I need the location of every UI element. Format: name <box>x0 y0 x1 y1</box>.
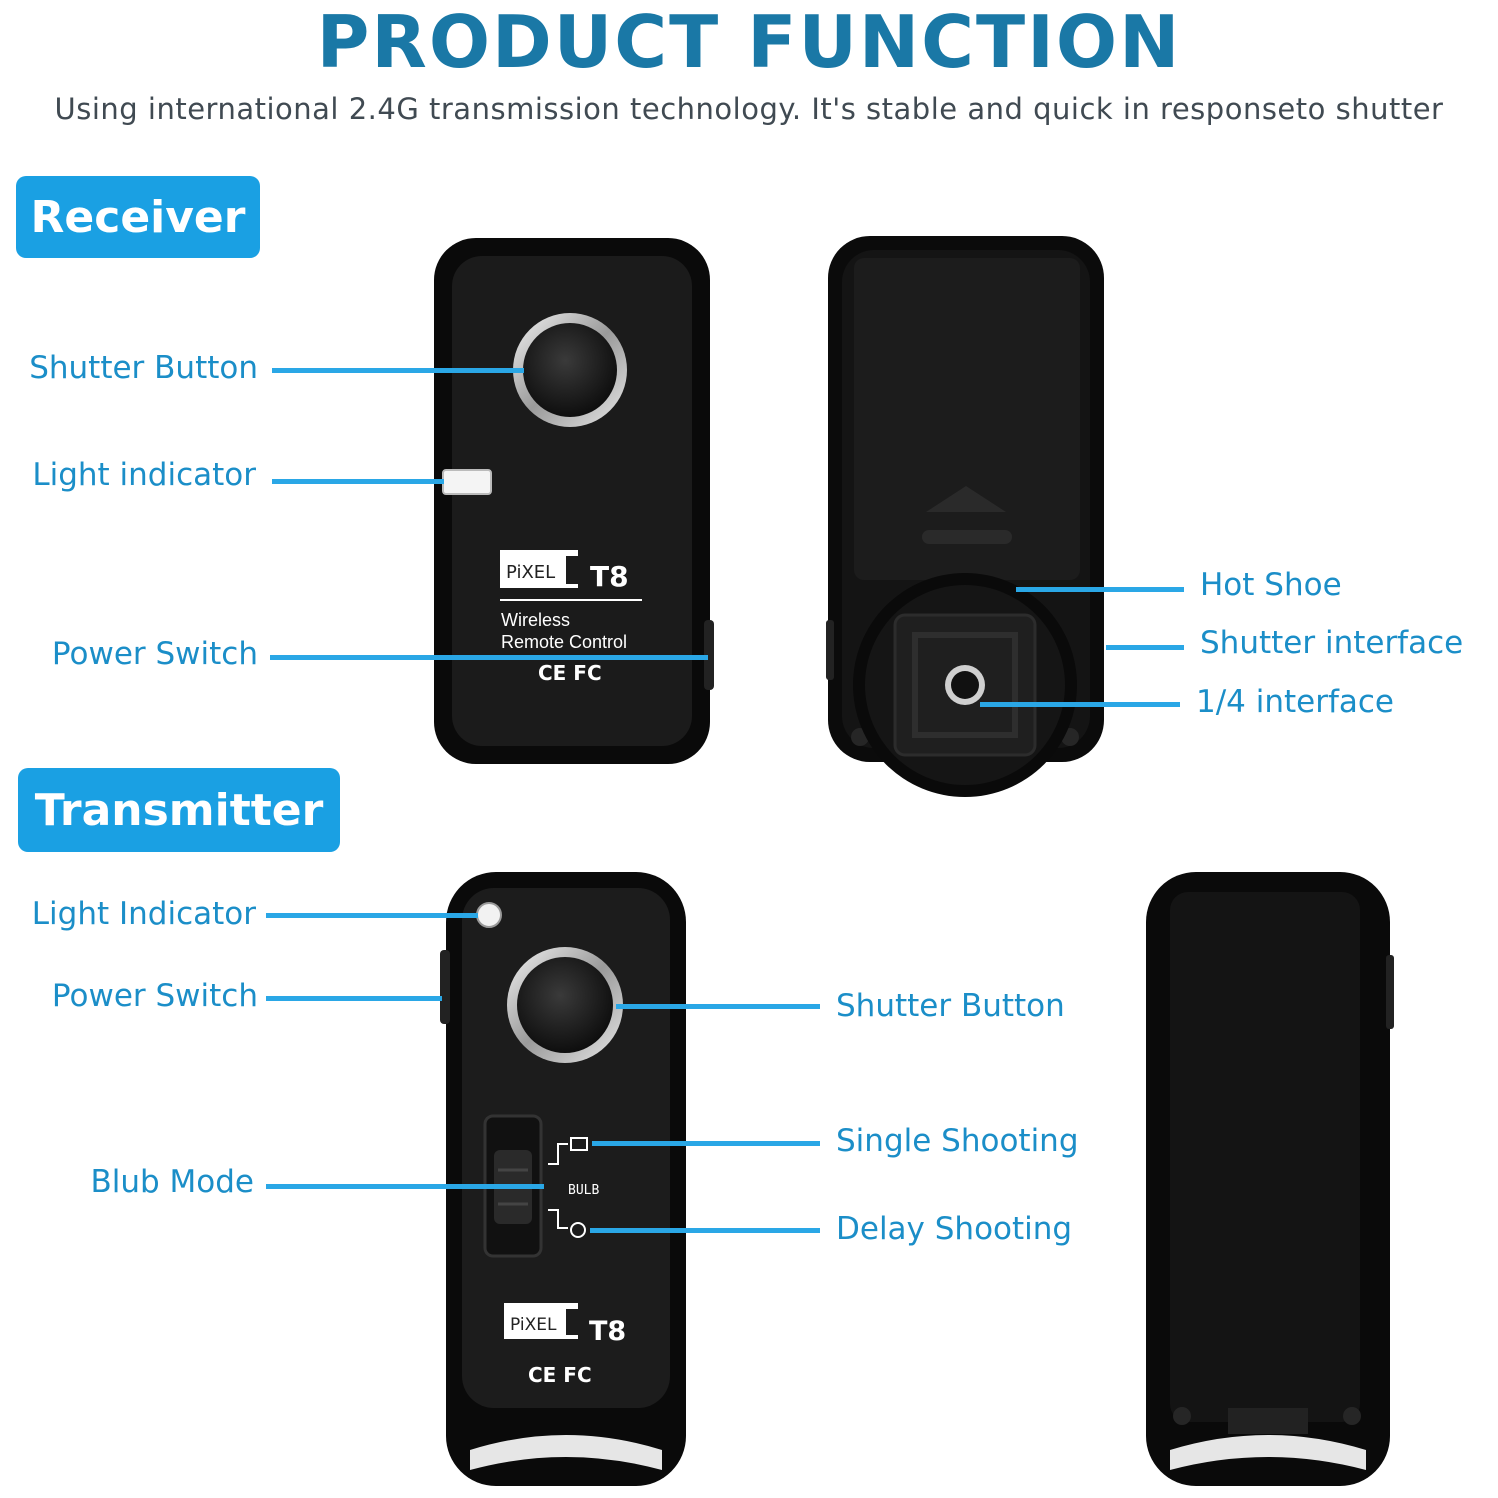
receiver-shutter-button <box>523 323 617 417</box>
transmitter-cert: CE FC <box>528 1363 592 1387</box>
transmitter-front <box>440 872 686 1486</box>
receiver-line-shutter-button <box>272 368 524 373</box>
receiver-label-shutter-button: Shutter Button <box>29 350 258 386</box>
transmitter-power-switch <box>440 950 450 1024</box>
transmitter-line-single-shooting <box>592 1141 820 1146</box>
transmitter-badge: Transmitter <box>18 768 340 852</box>
receiver-text-line2: Remote Control <box>501 632 627 652</box>
transmitter-model: T8 <box>589 1316 626 1347</box>
receiver-model: T8 <box>590 560 629 593</box>
receiver-brand: PiXEL <box>506 562 555 583</box>
receiver-front <box>434 238 714 764</box>
receiver-label-hot-shoe: Hot Shoe <box>1200 567 1342 603</box>
receiver-line-power-switch <box>270 655 708 660</box>
open-arrow-icon <box>926 486 1006 512</box>
transmitter-label-power-switch: Power Switch <box>51 978 258 1014</box>
receiver-label-quarter-interface: 1/4 interface <box>1196 684 1395 720</box>
transmitter-label-blub-mode: Blub Mode <box>90 1164 254 1200</box>
transmitter-bulb-label: BULB <box>568 1183 599 1198</box>
receiver-text-line1: Wireless <box>501 610 570 630</box>
page-title: PRODUCT FUNCTION <box>316 0 1182 84</box>
transmitter-line-delay-shooting <box>590 1228 820 1233</box>
receiver-line-hot-shoe <box>1016 587 1184 592</box>
transmitter-label-delay-shooting: Delay Shooting <box>836 1211 1073 1247</box>
receiver-label-light-indicator: Light indicator <box>32 457 256 493</box>
receiver-cert: CE FC <box>538 661 602 685</box>
transmitter-line-shutter-button <box>616 1004 820 1009</box>
receiver-label-power-switch: Power Switch <box>51 636 258 672</box>
receiver-back <box>826 236 1104 797</box>
receiver-line-shutter-interface <box>1106 645 1184 650</box>
receiver-label-shutter-interface: Shutter interface <box>1200 625 1464 661</box>
transmitter-line-light-indicator <box>266 913 478 918</box>
single-shooting-icon <box>570 1137 588 1151</box>
receiver-light-indicator <box>442 469 492 495</box>
transmitter-label-light-indicator: Light Indicator <box>31 896 256 932</box>
transmitter-light-indicator <box>476 902 502 928</box>
page-subtitle: Using international 2.4G transmission te… <box>54 92 1444 126</box>
receiver-line-light-indicator <box>272 479 444 484</box>
transmitter-label-single-shooting: Single Shooting <box>836 1123 1079 1159</box>
timer-icon <box>570 1222 586 1238</box>
transmitter-logo-box <box>504 1303 578 1339</box>
transmitter-brand: PiXEL <box>510 1315 557 1335</box>
transmitter-line-blub-mode <box>266 1184 544 1189</box>
receiver-badge: Receiver <box>16 176 260 258</box>
transmitter-line-power-switch <box>266 996 442 1001</box>
receiver-line-quarter-interface <box>980 702 1180 707</box>
receiver-logo-box <box>500 550 578 588</box>
transmitter-shutter-button <box>517 957 613 1053</box>
transmitter-label-shutter-button: Shutter Button <box>836 988 1065 1024</box>
transmitter-back <box>1146 872 1394 1486</box>
receiver-power-switch <box>704 620 714 690</box>
